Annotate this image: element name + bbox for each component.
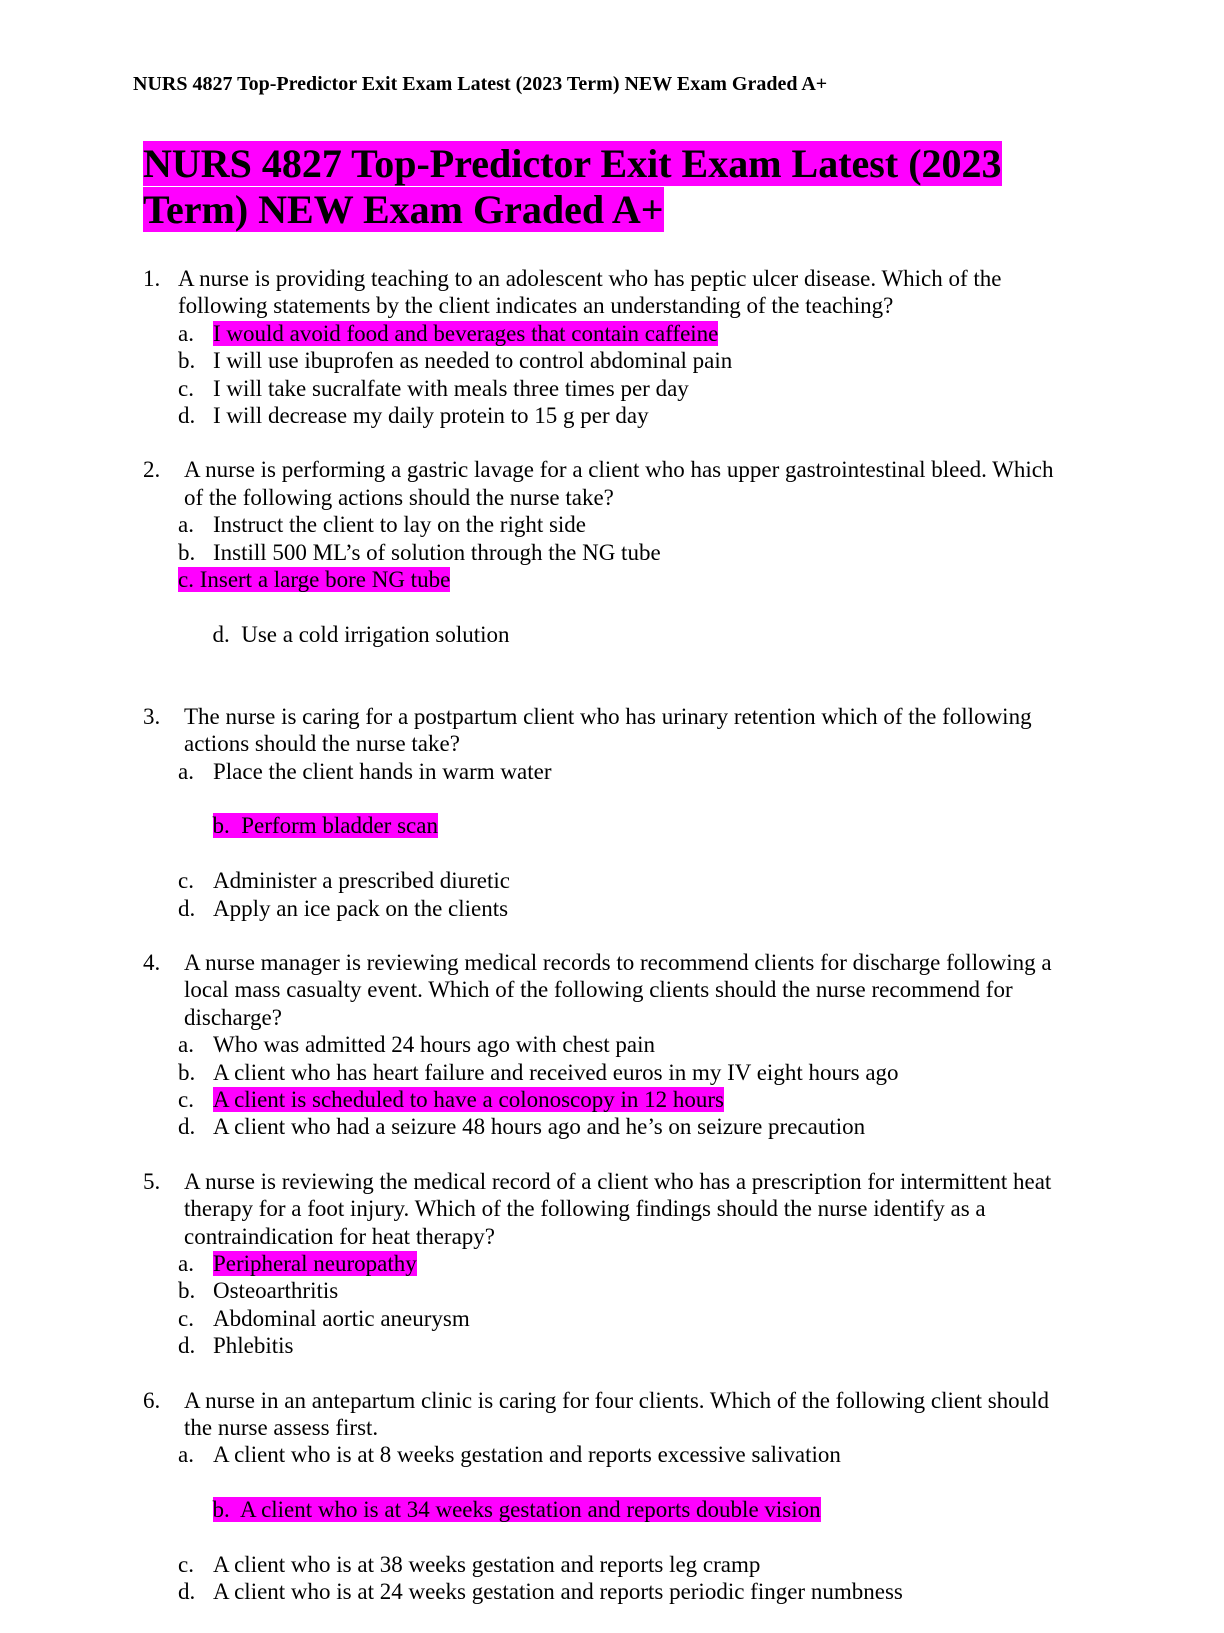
- option-letter: a.: [178, 1251, 194, 1276]
- option-text: Phlebitis: [213, 1333, 294, 1359]
- option-text-highlighted: I would avoid food and beverages that co…: [213, 320, 719, 346]
- option-text: Apply an ice pack on the clients: [213, 895, 509, 921]
- question-3: 3. The nurse is caring for a postpartum …: [143, 703, 1073, 922]
- answer-option: a. Who was admitted 24 hours ago with ch…: [178, 1031, 1073, 1058]
- option-text-highlighted: b. Perform bladder scan: [212, 813, 438, 839]
- option-text: Instruct the client to lay on the right …: [213, 512, 587, 538]
- answer-option: a. Place the client hands in warm water: [178, 758, 1073, 785]
- question-stem: A nurse is providing teaching to an adol…: [178, 266, 1002, 319]
- question-stem: A nurse in an antepartum clinic is carin…: [184, 1387, 1050, 1441]
- option-text-highlighted: c. Insert a large bore NG tube: [178, 567, 451, 593]
- title-line-2: Term) NEW Exam Graded A+: [143, 187, 664, 232]
- option-letter: a.: [178, 758, 194, 784]
- option-letter: d.: [178, 1114, 196, 1140]
- answer-option: c. A client is scheduled to have a colon…: [178, 1086, 1073, 1113]
- question-6: 6. A nurse in an antepartum clinic is ca…: [143, 1387, 1073, 1606]
- option-letter: c.: [178, 1552, 194, 1578]
- option-text: Abdominal aortic aneurysm: [213, 1305, 470, 1331]
- option-text-highlighted: Peripheral neuropathy: [213, 1251, 417, 1276]
- option-letter: d.: [178, 895, 196, 921]
- answer-option: a. A client who is at 8 weeks gestation …: [178, 1441, 1073, 1468]
- question-stem: A nurse manager is reviewing medical rec…: [184, 949, 1052, 1030]
- answer-option: c. Insert a large bore NG tube: [178, 566, 1073, 593]
- option-letter: a.: [178, 320, 194, 346]
- answer-option: b. A client who has heart failure and re…: [178, 1059, 1073, 1086]
- option-letter: d.: [178, 1579, 196, 1605]
- option-text: Osteoarthritis: [213, 1278, 339, 1304]
- answer-option: b. Perform bladder scan: [178, 785, 1073, 867]
- question-stem: The nurse is caring for a postpartum cli…: [184, 703, 1032, 757]
- option-text: A client who is at 38 weeks gestation an…: [213, 1552, 761, 1578]
- running-header: NURS 4827 Top-Predictor Exit Exam Latest…: [133, 73, 828, 95]
- option-text: I will take sucralfate with meals three …: [213, 375, 689, 401]
- option-text: A client who is at 24 weeks gestation an…: [213, 1579, 903, 1605]
- option-letter: c.: [178, 868, 194, 894]
- option-letter: b.: [178, 1059, 196, 1085]
- option-letter: a.: [178, 1032, 194, 1058]
- option-text: I will use ibuprofen as needed to contro…: [213, 348, 733, 374]
- question-5: 5. A nurse is reviewing the medical reco…: [143, 1168, 1073, 1360]
- question-number: 1.: [143, 266, 161, 291]
- answer-option: d. A client who is at 24 weeks gestation…: [178, 1578, 1073, 1605]
- answer-option: d. Phlebitis: [178, 1332, 1073, 1359]
- option-letter: b.: [178, 348, 196, 374]
- question-2: 2. A nurse is performing a gastric lavag…: [143, 456, 1073, 675]
- document-title: NURS 4827 Top-Predictor Exit Exam Latest…: [143, 141, 1043, 233]
- question-number: 4.: [143, 949, 161, 975]
- answer-option: b. A client who is at 34 weeks gestation…: [178, 1469, 1073, 1551]
- answer-option: a. Peripheral neuropathy: [178, 1250, 1073, 1277]
- option-text-highlighted: A client is scheduled to have a colonosc…: [213, 1086, 725, 1112]
- question-number: 6.: [143, 1387, 161, 1413]
- option-text: Who was admitted 24 hours ago with chest…: [213, 1032, 656, 1058]
- question-number: 3.: [143, 703, 161, 729]
- option-letter: a.: [178, 1442, 194, 1468]
- option-letter: c.: [178, 375, 194, 401]
- option-letter: d.: [178, 1333, 196, 1359]
- option-text: Place the client hands in warm water: [213, 758, 552, 784]
- option-letter: c.: [178, 1305, 194, 1331]
- question-number: 5.: [143, 1168, 161, 1194]
- answer-option: d. A client who had a seizure 48 hours a…: [178, 1113, 1073, 1140]
- answer-option: b. I will use ibuprofen as needed to con…: [178, 347, 1073, 374]
- answer-option: b. Osteoarthritis: [178, 1277, 1073, 1304]
- option-letter: b.: [178, 539, 196, 565]
- option-text: I will decrease my daily protein to 15 g…: [213, 403, 649, 429]
- option-text: A client who is at 8 weeks gestation and…: [213, 1442, 841, 1468]
- answer-option: c. Administer a prescribed diuretic: [178, 867, 1073, 894]
- answer-option: a. Instruct the client to lay on the rig…: [178, 511, 1073, 538]
- question-number: 2.: [143, 457, 161, 483]
- question-stem: A nurse is performing a gastric lavage f…: [184, 457, 1054, 510]
- option-letter: d.: [178, 403, 196, 429]
- answer-option: d. Apply an ice pack on the clients: [178, 895, 1073, 922]
- question-list: 1. A nurse is providing teaching to an a…: [143, 265, 1073, 1633]
- option-text: A client who has heart failure and recei…: [213, 1059, 899, 1085]
- option-letter: b.: [178, 1278, 196, 1304]
- option-letter: c.: [178, 1086, 194, 1112]
- question-1: 1. A nurse is providing teaching to an a…: [143, 265, 1073, 429]
- answer-option: a. I would avoid food and beverages that…: [178, 320, 1073, 347]
- option-text: Instill 500 ML’s of solution through the…: [213, 539, 661, 565]
- question-4: 4. A nurse manager is reviewing medical …: [143, 949, 1073, 1141]
- answer-option: d. Use a cold irrigation solution: [178, 593, 1073, 675]
- answer-option: b. Instill 500 ML’s of solution through …: [178, 539, 1073, 566]
- question-stem: A nurse is reviewing the medical record …: [184, 1168, 1052, 1249]
- answer-option: c. A client who is at 38 weeks gestation…: [178, 1551, 1073, 1578]
- option-text: Administer a prescribed diuretic: [213, 868, 510, 894]
- option-text: d. Use a cold irrigation solution: [212, 621, 510, 647]
- answer-option: c. I will take sucralfate with meals thr…: [178, 375, 1073, 402]
- answer-option: c. Abdominal aortic aneurysm: [178, 1305, 1073, 1332]
- answer-option: d. I will decrease my daily protein to 1…: [178, 402, 1073, 429]
- option-text: A client who had a seizure 48 hours ago …: [213, 1114, 866, 1140]
- title-line-1: NURS 4827 Top-Predictor Exit Exam Latest…: [143, 141, 1002, 186]
- option-text-highlighted: b. A client who is at 34 weeks gestation…: [212, 1497, 821, 1523]
- option-letter: a.: [178, 512, 194, 538]
